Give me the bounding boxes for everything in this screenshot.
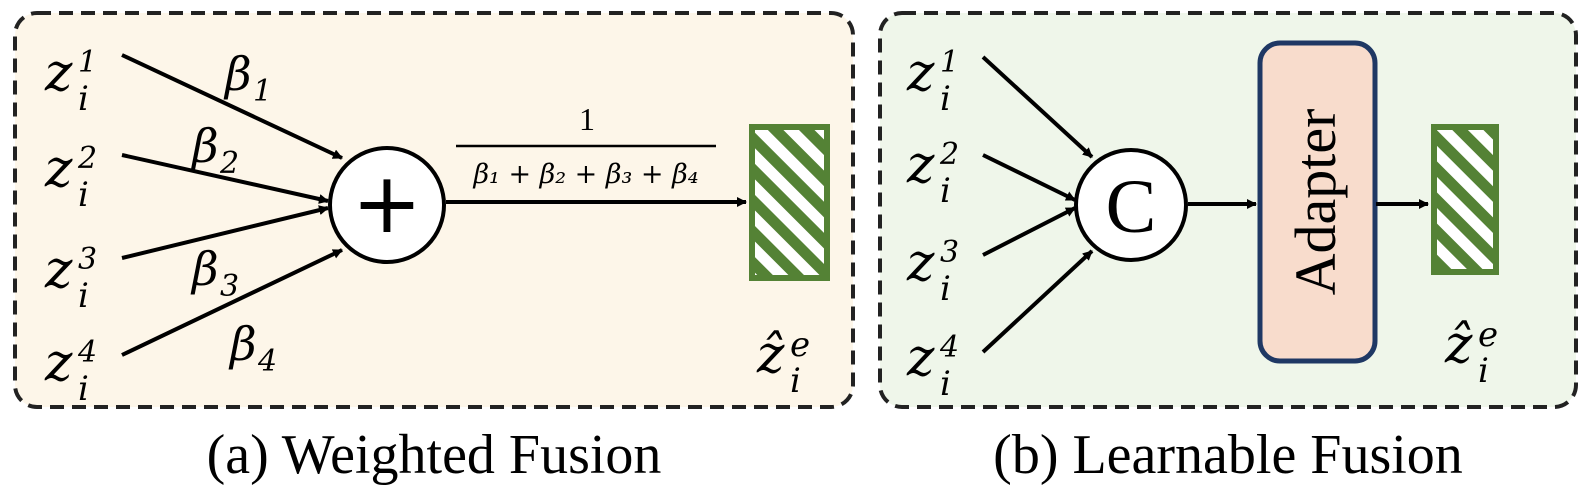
svg-text:i: i <box>78 79 89 119</box>
panel-learnable-fusion: z 1 i z 2 i z 3 i z 4 i C Adapter <box>878 11 1578 409</box>
svg-text:4: 4 <box>77 335 97 370</box>
input-label-z1: z 1 i <box>44 43 97 119</box>
output-label-b: ẑ e i <box>1444 315 1498 391</box>
svg-text:i: i <box>78 276 89 316</box>
svg-text:z: z <box>44 139 73 199</box>
svg-text:i: i <box>940 79 951 119</box>
caption-weighted-fusion: (a) Weighted Fusion <box>207 424 662 486</box>
weight-label-beta3: β 3 <box>190 242 239 304</box>
arrow-z3-to-sum <box>121 205 329 260</box>
arrow-z4-to-sum <box>121 248 343 357</box>
plus-operator: + <box>352 154 422 252</box>
svg-text:ẑ: ẑ <box>1444 315 1473 375</box>
output-embedding-block-a <box>749 124 830 281</box>
svg-text:β: β <box>228 317 257 371</box>
svg-text:1: 1 <box>78 45 97 80</box>
svg-text:i: i <box>940 171 951 211</box>
svg-text:β: β <box>190 242 219 296</box>
weight-label-beta2: β 2 <box>190 119 239 181</box>
svg-text:1: 1 <box>940 45 959 80</box>
panel-weighted-fusion: z 1 i z 2 i z 3 i z 4 i β 1 β <box>13 11 855 409</box>
input-label-z2: z 2 i <box>44 139 97 215</box>
svg-text:z: z <box>44 43 73 103</box>
svg-text:z: z <box>906 135 935 195</box>
svg-text:e: e <box>790 325 810 365</box>
svg-text:i: i <box>940 269 951 309</box>
input-label-z3: z 3 i <box>44 240 97 316</box>
svg-text:1: 1 <box>253 74 272 109</box>
svg-text:z: z <box>906 328 935 388</box>
svg-text:z: z <box>906 43 935 103</box>
weight-label-beta4: β 4 <box>228 317 277 379</box>
svg-text:3: 3 <box>940 235 959 270</box>
concat-operator: C <box>1106 165 1157 249</box>
input-label-b-z3: z 3 i <box>906 233 959 309</box>
svg-text:4: 4 <box>257 344 277 379</box>
concat-node <box>1074 148 1188 262</box>
svg-text:i: i <box>940 364 951 404</box>
output-embedding-block-b <box>1431 124 1499 275</box>
norm-denominator: β₁ + β₂ + β₃ + β₄ <box>472 159 698 190</box>
svg-text:i: i <box>1478 351 1489 391</box>
svg-text:2: 2 <box>939 137 959 172</box>
arrow-b-z1-to-concat <box>981 55 1094 159</box>
input-label-b-z1: z 1 i <box>906 43 959 119</box>
arrow-b-z4-to-concat <box>981 249 1094 354</box>
svg-text:i: i <box>78 175 89 215</box>
svg-text:z: z <box>44 333 73 393</box>
svg-text:i: i <box>78 369 89 409</box>
svg-text:z: z <box>906 233 935 293</box>
svg-text:i: i <box>790 361 801 401</box>
svg-text:e: e <box>1478 315 1498 355</box>
arrow-z2-to-sum <box>121 153 329 204</box>
svg-text:3: 3 <box>78 242 97 277</box>
input-label-b-z4: z 4 i <box>906 328 959 404</box>
norm-numerator: 1 <box>579 101 595 137</box>
adapter-block <box>1257 40 1378 364</box>
arrow-b-z2-to-concat <box>982 153 1076 202</box>
arrow-z1-to-sum <box>121 53 343 160</box>
output-label-a: ẑ e i <box>756 325 810 401</box>
svg-text:β: β <box>190 119 219 173</box>
svg-text:β: β <box>223 47 252 101</box>
panel-b-frame <box>878 11 1578 409</box>
weight-label-beta1: β 1 <box>223 47 272 109</box>
adapter-label: Adapter <box>1283 109 1348 296</box>
svg-text:3: 3 <box>220 269 239 304</box>
svg-text:ẑ: ẑ <box>756 325 785 385</box>
caption-learnable-fusion: (b) Learnable Fusion <box>993 424 1463 486</box>
input-label-b-z2: z 2 i <box>906 135 959 211</box>
arrow-b-z3-to-concat <box>982 206 1076 257</box>
svg-text:2: 2 <box>77 141 97 176</box>
sum-node <box>328 146 446 264</box>
svg-text:z: z <box>44 240 73 300</box>
svg-text:4: 4 <box>939 330 959 365</box>
input-label-z4: z 4 i <box>44 333 97 409</box>
svg-text:2: 2 <box>219 146 239 181</box>
